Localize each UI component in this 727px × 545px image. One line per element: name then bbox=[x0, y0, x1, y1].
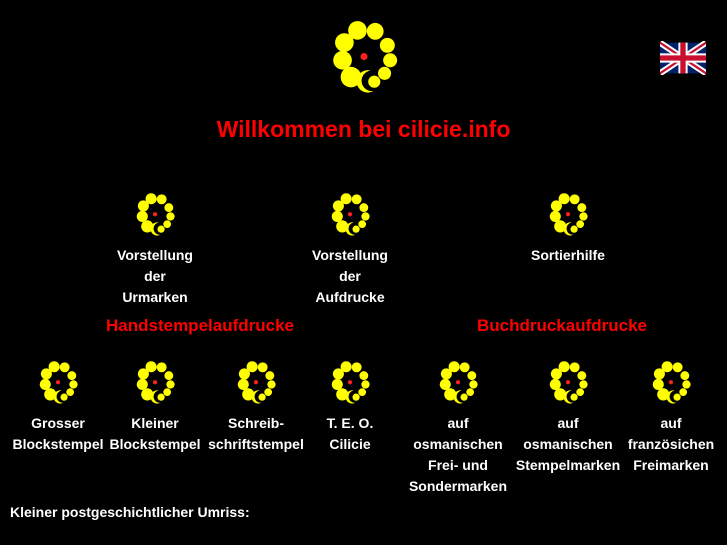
logo-icon bbox=[543, 191, 593, 238]
logo-icon bbox=[33, 359, 83, 406]
label-line: Grosser bbox=[31, 415, 85, 431]
nav-item-top_links-2[interactable]: Sortierhilfe bbox=[513, 191, 623, 266]
uk-flag-icon[interactable] bbox=[658, 40, 708, 76]
section-handstempel-heading: Handstempelaufdrucke bbox=[106, 316, 294, 335]
label-line: Blockstempel bbox=[109, 436, 201, 452]
logo-icon bbox=[130, 191, 180, 238]
logo-icon bbox=[325, 191, 375, 238]
label-line: T. E. O. bbox=[326, 415, 374, 431]
label-line: französichen bbox=[627, 436, 715, 452]
nav-item-label: T. E. O. Cilicie bbox=[295, 413, 405, 455]
label-line: osmanischen bbox=[413, 436, 503, 452]
label-line: auf bbox=[447, 415, 469, 431]
label-line: Freimarken bbox=[633, 457, 709, 473]
label-line: Stempelmarken bbox=[515, 457, 621, 473]
label-line: Frei- und bbox=[428, 457, 488, 473]
label-line: osmanischen bbox=[523, 436, 613, 452]
logo-icon bbox=[543, 359, 593, 406]
label-line: Vorstellung bbox=[312, 247, 388, 263]
label-line: Blockstempel bbox=[12, 436, 104, 452]
logo-icon bbox=[231, 359, 281, 406]
logo-icon bbox=[646, 359, 696, 406]
logo-icon bbox=[433, 359, 483, 406]
label-line: Sortierhilfe bbox=[531, 247, 605, 263]
postal-history-link[interactable]: Kleiner postgeschichtlicher Umriss: bbox=[10, 504, 250, 520]
label-line: Sondermarken bbox=[408, 478, 508, 494]
logo-icon bbox=[130, 359, 180, 406]
label-line: schriftstempel bbox=[208, 436, 304, 452]
label-line: auf bbox=[557, 415, 579, 431]
section-buchdruck-heading: Buchdruckaufdrucke bbox=[476, 316, 648, 335]
page-title: Willkommen bei cilicie.info bbox=[216, 116, 511, 142]
nav-item-bottom_links-2[interactable]: Schreib-schriftstempel bbox=[201, 359, 311, 455]
label-line: der bbox=[144, 268, 166, 284]
label-line: der bbox=[339, 268, 361, 284]
label-line: auf bbox=[660, 415, 682, 431]
nav-item-label: Sortierhilfe bbox=[513, 245, 623, 266]
label-line: Vorstellung bbox=[117, 247, 193, 263]
label-line: Kleiner bbox=[131, 415, 179, 431]
nav-item-bottom_links-3[interactable]: T. E. O. Cilicie bbox=[295, 359, 405, 455]
label-line: Urmarken bbox=[122, 289, 188, 305]
label-line: Cilicie bbox=[329, 436, 371, 452]
logo-icon bbox=[325, 359, 375, 406]
site-logo bbox=[322, 17, 406, 97]
nav-item-label: Schreib-schriftstempel bbox=[201, 413, 311, 455]
label-line: Aufdrucke bbox=[315, 289, 385, 305]
label-line: Schreib- bbox=[227, 415, 284, 431]
